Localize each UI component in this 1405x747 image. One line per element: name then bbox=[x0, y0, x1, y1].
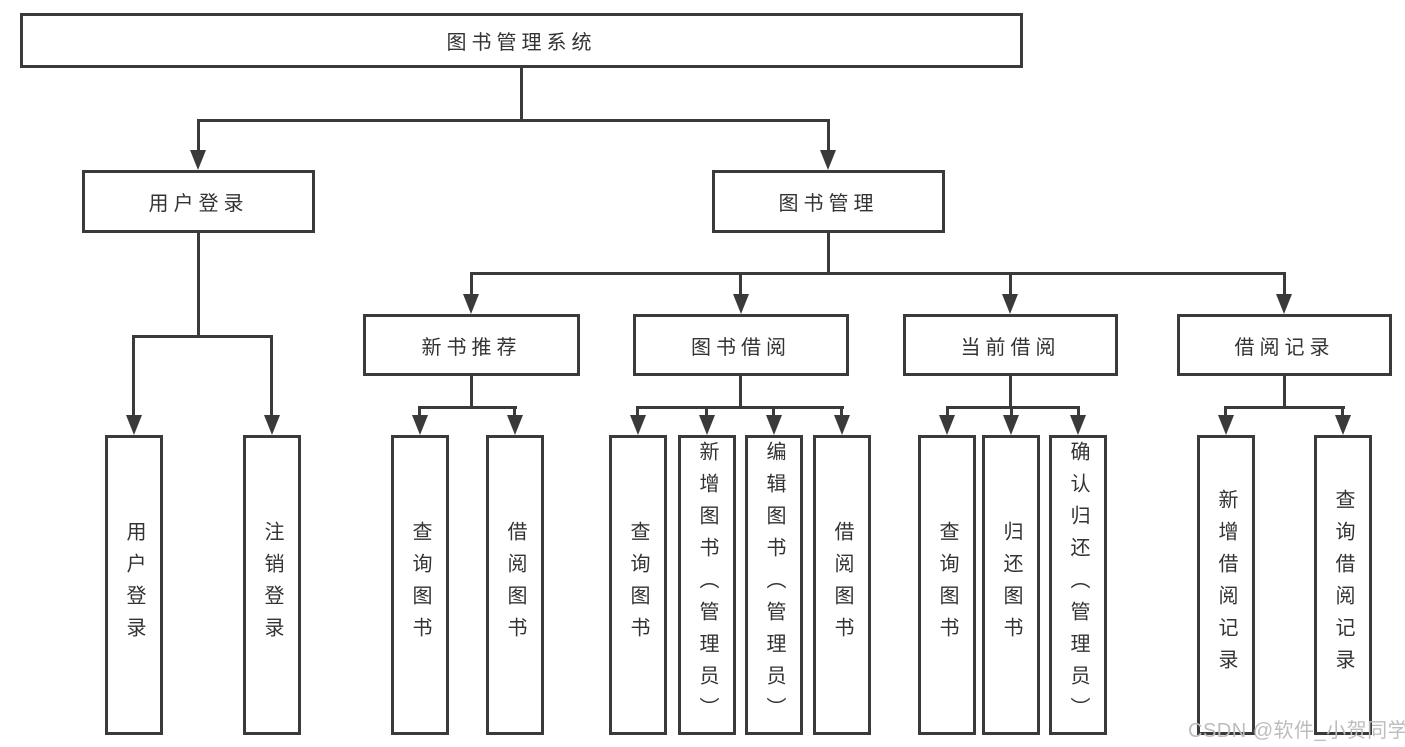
connector-drop bbox=[418, 406, 421, 418]
leaf-logout: 注销登录 bbox=[243, 435, 301, 735]
connector-book-mgmt-branch bbox=[470, 272, 1286, 275]
arrow-down-icon bbox=[412, 415, 428, 435]
leaf-confirm-return-admin: 确认归还（管理员） bbox=[1049, 435, 1107, 735]
arrow-down-icon bbox=[699, 415, 715, 435]
leaf-borrow-books-newrec: 借阅图书 bbox=[486, 435, 544, 735]
arrow-down-icon bbox=[834, 415, 850, 435]
connector-drop bbox=[1077, 406, 1080, 418]
leaf-query-books-newrec: 查询图书 bbox=[391, 435, 449, 735]
arrow-down-icon bbox=[1335, 415, 1351, 435]
connector-drop-book-management bbox=[827, 119, 830, 152]
node-book-management: 图书管理 bbox=[712, 170, 945, 233]
arrow-down-icon bbox=[507, 415, 523, 435]
connector-drop bbox=[772, 406, 775, 418]
connector-drop-user-login bbox=[197, 119, 200, 152]
node-new-book-recommendation: 新书推荐 bbox=[363, 314, 580, 376]
connector-new-rec-branch bbox=[418, 406, 517, 409]
arrow-down-icon bbox=[733, 294, 749, 314]
arrow-down-icon bbox=[126, 415, 142, 435]
arrow-down-icon bbox=[1003, 415, 1019, 435]
connector-current-branch bbox=[946, 406, 1080, 409]
arrow-down-icon bbox=[190, 150, 206, 170]
leaf-borrow-books-borrowing: 借阅图书 bbox=[813, 435, 871, 735]
connector-root-branch bbox=[197, 119, 830, 122]
arrow-down-icon bbox=[1276, 294, 1292, 314]
connector-drop bbox=[1224, 406, 1227, 418]
arrow-down-icon bbox=[630, 415, 646, 435]
arrow-down-icon bbox=[1002, 294, 1018, 314]
arrow-down-icon bbox=[1218, 415, 1234, 435]
connector-drop bbox=[513, 406, 516, 418]
connector-drop bbox=[946, 406, 949, 418]
connector-drop-records bbox=[1283, 272, 1286, 296]
node-root-library-management-system: 图书管理系统 bbox=[20, 13, 1023, 68]
connector-new-rec-stem bbox=[470, 376, 473, 408]
connector-user-login-branch bbox=[132, 335, 273, 338]
connector-current-stem bbox=[1009, 376, 1012, 408]
arrow-down-icon bbox=[264, 415, 280, 435]
arrow-down-icon bbox=[766, 415, 782, 435]
connector-records-stem bbox=[1283, 376, 1286, 408]
arrow-down-icon bbox=[463, 294, 479, 314]
connector-drop-current bbox=[1009, 272, 1012, 296]
connector-drop bbox=[636, 406, 639, 418]
leaf-add-borrow-record: 新增借阅记录 bbox=[1197, 435, 1255, 735]
leaf-add-books-admin: 新增图书（管理员） bbox=[678, 435, 736, 735]
connector-records-branch bbox=[1224, 406, 1345, 409]
connector-drop-leaf-logout bbox=[270, 335, 273, 417]
node-borrowing-records: 借阅记录 bbox=[1177, 314, 1392, 376]
leaf-query-books-current: 查询图书 bbox=[918, 435, 976, 735]
connector-drop bbox=[1341, 406, 1344, 418]
connector-drop-new-rec bbox=[470, 272, 473, 296]
leaf-user-login: 用户登录 bbox=[105, 435, 163, 735]
connector-root-stem bbox=[520, 68, 523, 121]
leaf-edit-books-admin: 编辑图书（管理员） bbox=[745, 435, 803, 735]
node-current-borrowing: 当前借阅 bbox=[903, 314, 1118, 376]
connector-drop-leaf-user-login bbox=[132, 335, 135, 417]
connector-drop bbox=[840, 406, 843, 418]
csdn-watermark: CSDN @软件_小贺同学 bbox=[1188, 720, 1405, 742]
connector-drop bbox=[1010, 406, 1013, 418]
leaf-return-books: 归还图书 bbox=[982, 435, 1040, 735]
leaf-query-books-borrowing: 查询图书 bbox=[609, 435, 667, 735]
arrow-down-icon bbox=[1070, 415, 1086, 435]
connector-drop bbox=[705, 406, 708, 418]
leaf-query-borrow-record: 查询借阅记录 bbox=[1314, 435, 1372, 735]
connector-user-login-stem bbox=[197, 233, 200, 337]
connector-borrowing-stem bbox=[739, 375, 742, 408]
connector-drop-borrowing bbox=[739, 272, 742, 296]
arrow-down-icon bbox=[820, 150, 836, 170]
node-book-borrowing: 图书借阅 bbox=[633, 314, 849, 376]
connector-book-mgmt-stem bbox=[827, 233, 830, 274]
connector-borrowing-branch bbox=[636, 406, 844, 409]
node-user-login: 用户登录 bbox=[82, 170, 315, 233]
arrow-down-icon bbox=[939, 415, 955, 435]
